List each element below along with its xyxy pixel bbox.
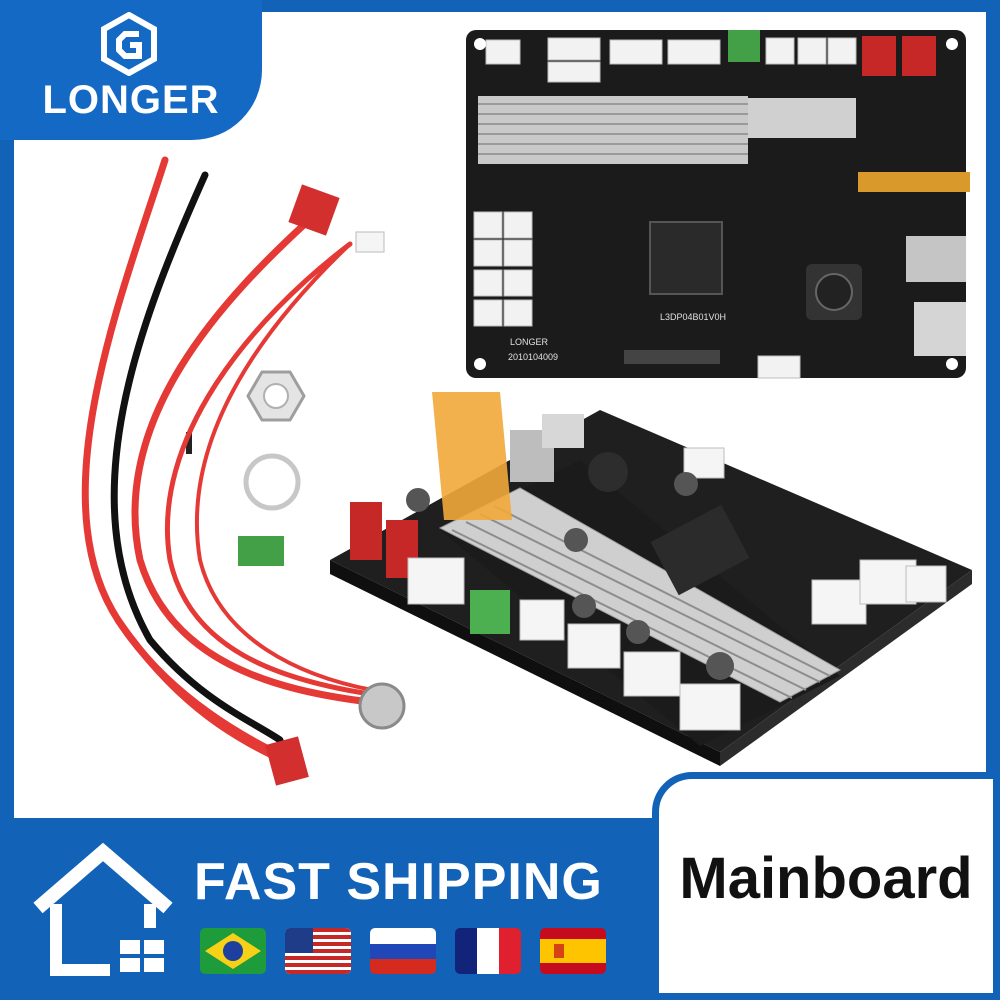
accessories — [186, 370, 306, 566]
product-label: Mainboard — [679, 846, 973, 911]
mainboard-top-view: LONGER L3DP04B01V0H 2010104009 — [466, 30, 970, 379]
brand-logo-tab: LONGER — [0, 0, 262, 140]
house-icon — [33, 842, 173, 976]
jst-connector — [355, 231, 385, 253]
t-plug-connector — [288, 184, 340, 236]
flag-row — [200, 928, 606, 974]
product-photo: LONGER L3DP04B01V0H 2010104009 — [81, 30, 972, 786]
aviation-plug — [358, 682, 406, 730]
fast-shipping-title: FAST SHIPPING — [194, 853, 603, 911]
product-label-card: Mainboard — [652, 772, 1000, 1000]
silkscreen-serial: 2010104009 — [508, 352, 558, 362]
spain-flag-icon — [540, 928, 606, 974]
silkscreen-model: L3DP04B01V0H — [660, 312, 726, 322]
usa-flag-icon — [285, 928, 351, 974]
longer-logo-icon — [101, 12, 157, 76]
mainboard-angled-view — [330, 392, 972, 766]
silkscreen-brand: LONGER — [510, 337, 549, 347]
france-flag-icon — [455, 928, 521, 974]
power-cables — [81, 156, 374, 766]
russia-flag-icon — [370, 928, 436, 974]
t-plug-connector-bottom — [265, 736, 309, 786]
brand-name: LONGER — [42, 78, 220, 122]
brazil-flag-icon — [200, 928, 266, 974]
